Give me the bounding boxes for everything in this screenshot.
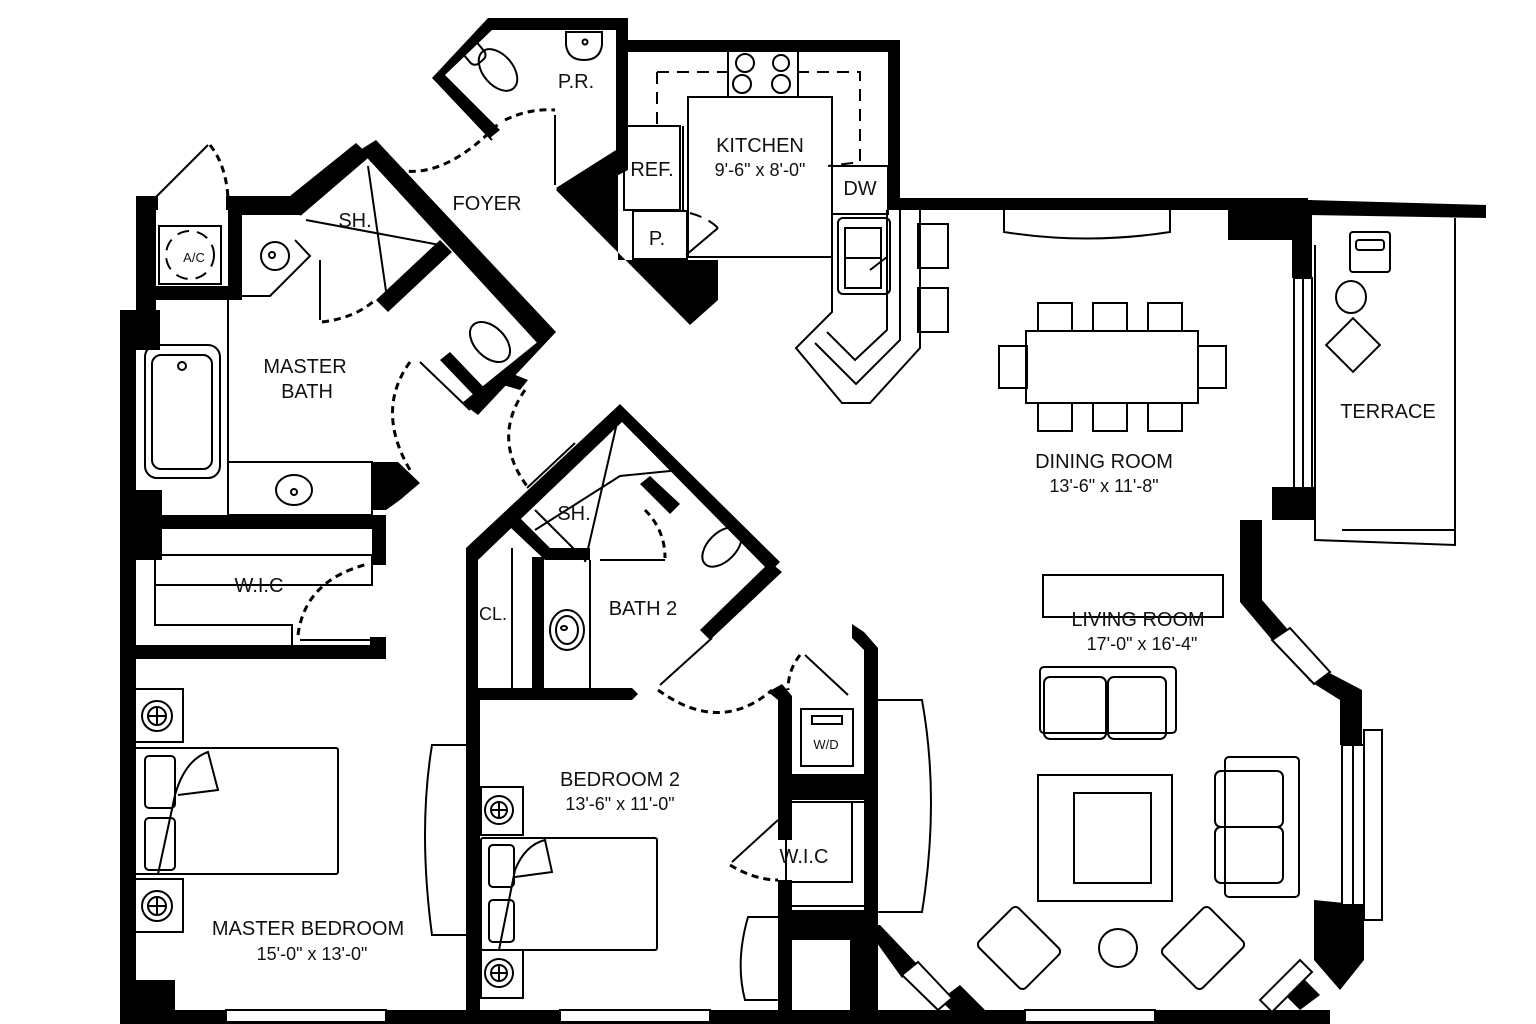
kitchen-label: KITCHEN xyxy=(716,135,804,157)
powder-room-label: P.R. xyxy=(558,71,594,93)
bedroom2-dims: 13'-6" x 11'-0" xyxy=(565,794,674,814)
living-room-label: LIVING ROOM xyxy=(1071,609,1204,631)
master-bedroom-dims: 15'-0" x 13'-0" xyxy=(257,944,368,964)
doors xyxy=(154,84,849,882)
fixtures xyxy=(132,31,1456,1001)
master-bath-label-1: MASTER xyxy=(263,356,346,378)
bedroom2-label: BEDROOM 2 xyxy=(560,769,680,791)
windows xyxy=(225,277,1383,1023)
refrigerator-label: REF. xyxy=(630,159,673,181)
master-wic-label: W.I.C xyxy=(235,575,284,597)
bath2-shower-label: SH. xyxy=(557,503,590,525)
master-bath-label-2: BATH xyxy=(281,381,333,403)
master-bedroom-label: MASTER BEDROOM xyxy=(212,918,404,940)
bedroom2-wic-label: W.I.C xyxy=(780,846,829,868)
washer-dryer-label: W/D xyxy=(813,737,838,752)
bath2-label: BATH 2 xyxy=(609,598,678,620)
closet-label: CL. xyxy=(479,604,507,624)
room-labels: P.R. KITCHEN 9'-6" x 8'-0" REF. P. DW FO… xyxy=(183,71,1436,964)
living-room-dims: 17'-0" x 16'-4" xyxy=(1087,634,1198,654)
pantry-label: P. xyxy=(649,228,665,250)
foyer-label: FOYER xyxy=(453,193,522,215)
walls xyxy=(120,18,1486,1024)
terrace-label: TERRACE xyxy=(1340,401,1436,423)
kitchen-dims: 9'-6" x 8'-0" xyxy=(715,160,806,180)
master-shower-label: SH. xyxy=(338,210,371,232)
ac-label: A/C xyxy=(183,250,205,265)
dishwasher-label: DW xyxy=(843,178,876,200)
dining-room-label: DINING ROOM xyxy=(1035,451,1173,473)
dining-room-dims: 13'-6" x 11'-8" xyxy=(1049,476,1158,496)
